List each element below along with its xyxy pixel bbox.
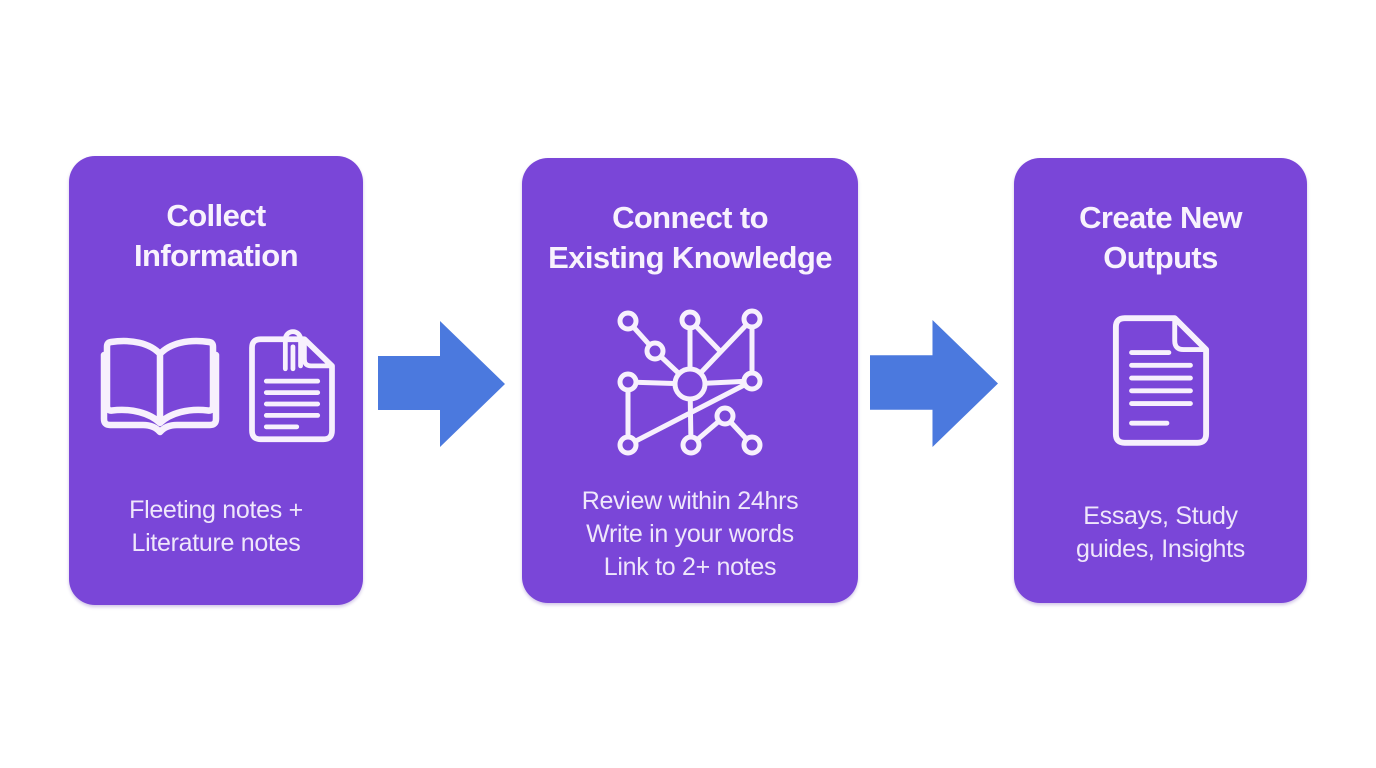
card-collect-information: Collect Information Fleeting notes + Lit… [69,156,363,605]
card-icon-group [522,308,858,461]
card-title: Collect Information [69,196,363,276]
card-body-text: Review within 24hrs Write in your words … [522,485,858,584]
body-line: Link to 2+ notes [603,553,777,581]
title-line: Connect to [612,200,768,235]
network-graph-icon [617,308,763,456]
body-line: Review within 24hrs [581,487,799,515]
title-line: Create New [1079,200,1242,235]
body-line: Write in your words [586,520,794,548]
body-line: guides, Insights [1076,535,1245,563]
title-line: Collect [166,198,266,233]
arrow-right-icon [870,320,998,447]
body-line: Literature notes [131,529,301,557]
card-icon-group [69,324,363,444]
card-create-outputs: Create New Outputs Essays, Study guides,… [1014,158,1307,603]
card-connect-knowledge: Connect to Existing Knowledge [522,158,858,603]
title-line: Information [134,238,298,273]
title-line: Existing Knowledge [548,240,832,275]
card-body-text: Essays, Study guides, Insights [1014,500,1307,566]
body-line: Essays, Study [1083,502,1238,530]
card-title: Create New Outputs [1014,198,1307,278]
card-icon-group [1014,313,1307,448]
arrow-right-icon [378,321,505,447]
document-icon [1112,315,1209,446]
open-book-icon [100,337,220,436]
card-title: Connect to Existing Knowledge [522,198,858,278]
card-body-text: Fleeting notes + Literature notes [69,494,363,560]
paperclip-note-icon [249,329,335,443]
title-line: Outputs [1103,240,1218,275]
body-line: Fleeting notes + [129,496,303,524]
